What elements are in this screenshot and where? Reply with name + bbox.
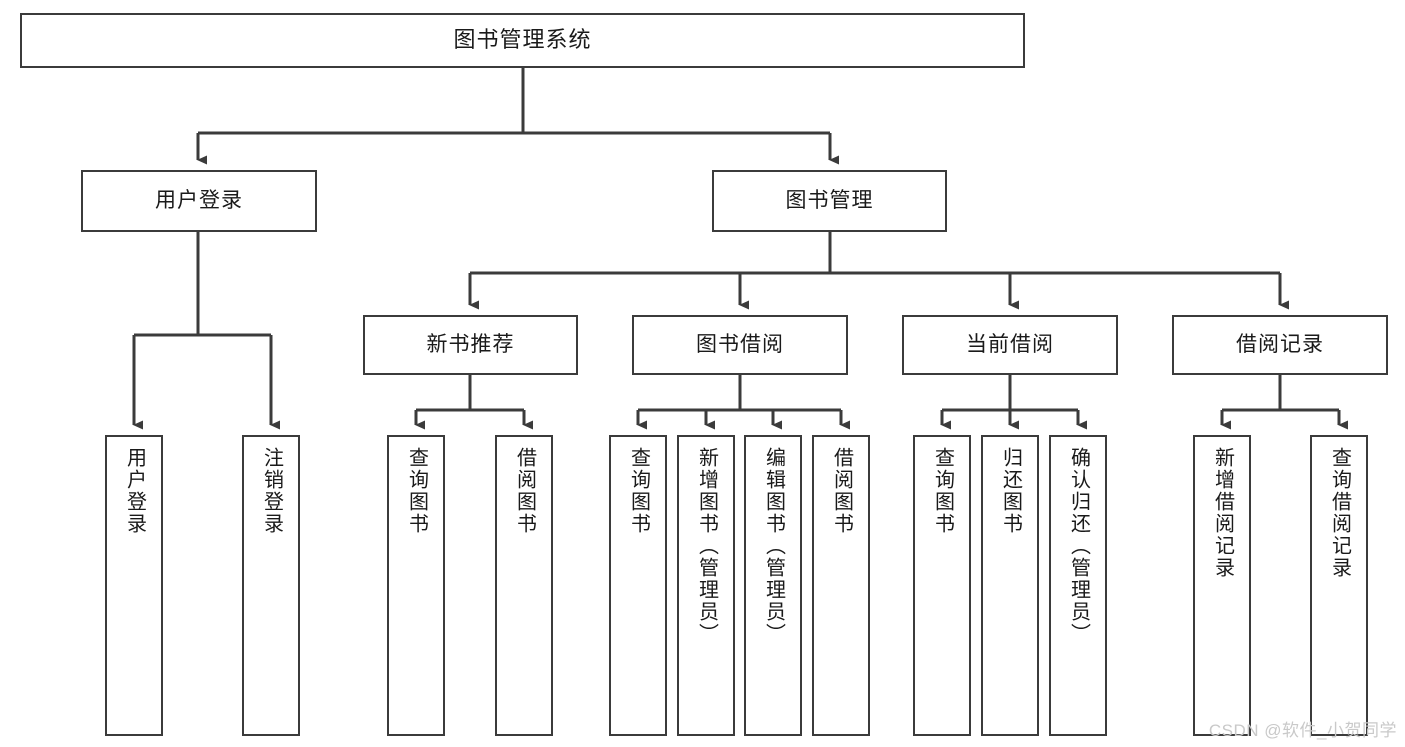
node-label: 新书推荐 — [426, 333, 515, 357]
leaf-confirm-return-admin[interactable]: 确认归还（管理员） — [1049, 435, 1107, 736]
csdn-watermark: CSDN @软件_小贺同学 — [1208, 721, 1397, 740]
node-borrow-record[interactable]: 借阅记录 — [1172, 315, 1388, 375]
node-label: 用户登录 — [155, 189, 243, 213]
leaf-borrow-book-recommend[interactable]: 借阅图书 — [495, 435, 553, 736]
leaf-edit-book-admin[interactable]: 编辑图书（管理员） — [744, 435, 802, 736]
node-label: 注销登录 — [260, 447, 283, 535]
node-label: 图书借阅 — [696, 333, 784, 357]
node-label: 借阅图书 — [513, 447, 536, 535]
node-label: 借阅记录 — [1236, 333, 1324, 357]
node-label: 确认归还（管理员） — [1067, 447, 1090, 645]
node-label: 归还图书 — [999, 447, 1022, 535]
node-user-login[interactable]: 用户登录 — [81, 170, 317, 232]
leaf-borrow-book[interactable]: 借阅图书 — [812, 435, 870, 736]
node-current-borrow[interactable]: 当前借阅 — [902, 315, 1118, 375]
leaf-return-book[interactable]: 归还图书 — [981, 435, 1039, 736]
leaf-logout-login[interactable]: 注销登录 — [242, 435, 300, 736]
node-label: 编辑图书（管理员） — [762, 447, 785, 645]
node-root-book-management-system[interactable]: 图书管理系统 — [20, 13, 1025, 68]
leaf-query-book-recommend[interactable]: 查询图书 — [387, 435, 445, 736]
node-label: 当前借阅 — [966, 333, 1054, 357]
node-label: 查询图书 — [627, 447, 650, 535]
node-book-management[interactable]: 图书管理 — [712, 170, 947, 232]
leaf-query-book-current[interactable]: 查询图书 — [913, 435, 971, 736]
node-book-borrow[interactable]: 图书借阅 — [632, 315, 848, 375]
leaf-add-book-admin[interactable]: 新增图书（管理员） — [677, 435, 735, 736]
leaf-query-book-borrow[interactable]: 查询图书 — [609, 435, 667, 736]
node-label: 借阅图书 — [830, 447, 853, 535]
node-new-book-recommend[interactable]: 新书推荐 — [363, 315, 578, 375]
node-label: 新增图书（管理员） — [695, 447, 718, 645]
node-label: 图书管理系统 — [453, 27, 592, 53]
node-label: 查询图书 — [405, 447, 428, 535]
node-label: 查询图书 — [931, 447, 954, 535]
node-label: 用户登录 — [123, 447, 146, 535]
node-label: 新增借阅记录 — [1211, 447, 1234, 579]
leaf-add-borrow-record[interactable]: 新增借阅记录 — [1193, 435, 1251, 736]
leaf-user-login[interactable]: 用户登录 — [105, 435, 163, 736]
node-label: 图书管理 — [785, 189, 874, 213]
node-label: 查询借阅记录 — [1328, 447, 1351, 579]
leaf-query-borrow-record[interactable]: 查询借阅记录 — [1310, 435, 1368, 736]
